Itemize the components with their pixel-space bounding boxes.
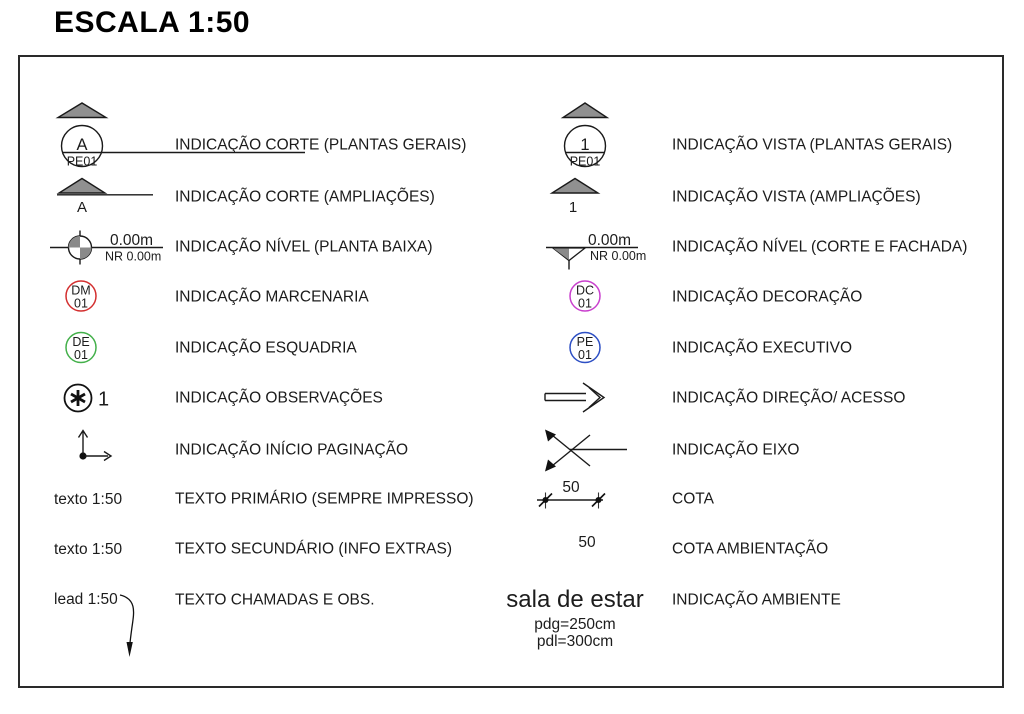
dimension-dot [542,497,549,503]
tag-number: 01 [74,297,88,311]
tag-code: PE [577,335,594,349]
section-ampliacao-icon: A [56,177,153,216]
axis-diagonal [551,434,591,467]
label-ambiente: INDICAÇÃO AMBIENTE [672,591,841,609]
label-decoracao: INDICAÇÃO DECORAÇÃO [672,288,863,306]
right-arrowhead [103,450,113,462]
label-cota-ambientacao: COTA AMBIENTAÇÃO [672,540,829,558]
section-triangle-shape [56,177,108,194]
ambient-dimension-value: 50 [578,534,596,551]
dimension-icon: 50 [537,479,606,509]
view-marker-circle [563,124,607,168]
level-quadrant-nw [68,236,80,248]
level-ref: NR 0.00m [590,249,646,263]
view-ampliacao-icon: 1 [549,177,601,216]
section-letter: A [77,199,87,216]
tag-number: 01 [578,348,592,362]
tag-number: 01 [74,348,88,362]
level-ref: NR 0.00m [105,250,161,264]
section-marker-circle [60,124,104,168]
section-marker-icon: A PE01 [55,102,305,169]
room-name: sala de estar [506,586,643,613]
label-corte-ampliacoes: INDICAÇÃO CORTE (AMPLIAÇÕES) [175,188,435,206]
label-marcenaria: INDICAÇÃO MARCENARIA [175,288,369,306]
section-marker-letter: A [76,136,87,154]
label-texto-secundario: TEXTO SECUNDÁRIO (INFO EXTRAS) [175,540,453,558]
axis-flag-bottom [545,459,556,472]
view-marker-icon: 1 PE01 [560,102,610,169]
label-inicio-paginacao: INDICAÇÃO INÍCIO PAGINAÇÃO [175,441,409,459]
pagination-start-icon [77,429,113,462]
view-marker-sheet: PE01 [570,155,601,169]
lead-text-sample: lead 1:50 [54,591,118,608]
asterisk-spoke [70,392,86,404]
tag-code: DM [71,284,90,298]
tag-code: DC [576,284,594,298]
label-vista-ampliacoes: INDICAÇÃO VISTA (AMPLIAÇÕES) [672,188,921,206]
view-triangle-shape [560,102,610,119]
primary-text-sample: texto 1:50 [54,491,122,508]
legend-frame [18,55,1004,688]
label-observacoes: INDICAÇÃO OBSERVAÇÕES [175,389,383,407]
label-texto-chamadas: TEXTO CHAMADAS E OBS. [175,591,375,609]
view-number: 1 [569,199,577,216]
label-vista-plantas-gerais: INDICAÇÃO VISTA (PLANTAS GERAIS) [672,136,953,154]
page-title: ESCALA 1:50 [54,6,251,39]
marcenaria-tag-icon: DM 01 [65,280,97,312]
asterisk-note-icon: 1 [63,383,109,413]
leader-arrowhead [126,642,133,657]
tag-circle [569,331,601,364]
level-plan-icon: 0.00m NR 0.00m [50,230,163,265]
tag-number: 01 [578,297,592,311]
view-triangle-shape [549,177,601,194]
level-value: 0.00m [588,232,631,249]
asterisk-circle [63,383,93,413]
label-nivel-corte-fachada: INDICAÇÃO NÍVEL (CORTE E FACHADA) [672,238,968,256]
leader-curve [119,594,135,651]
origin-dot [79,452,87,460]
tag-circle [65,331,97,364]
dimension-value: 50 [562,479,580,496]
label-corte-plantas-gerais: INDICAÇÃO CORTE (PLANTAS GERAIS) [175,136,467,154]
section-triangle-shape [55,102,109,119]
room-ceiling-height: pdg=250cm [534,616,615,633]
secondary-text-sample: texto 1:50 [54,541,122,558]
room-slab-height: pdl=300cm [537,633,613,650]
tag-circle [65,280,97,312]
label-esquadria: INDICAÇÃO ESQUADRIA [175,339,357,357]
dimension-dot [595,497,602,503]
label-cota: COTA [672,490,714,508]
level-value: 0.00m [110,232,153,249]
label-eixo: INDICAÇÃO EIXO [672,441,800,459]
esquadria-tag-icon: DE 01 [65,331,97,364]
executivo-tag-icon: PE 01 [569,331,601,364]
room-label-icon: sala de estar pdg=250cm pdl=300cm [506,586,643,650]
label-direcao-acesso: INDICAÇÃO DIREÇÃO/ ACESSO [672,389,906,407]
tag-circle [569,280,601,312]
level-triangle-halffill [553,248,569,260]
axis-icon [545,429,627,472]
level-elevation-icon: 0.00m NR 0.00m [546,232,646,270]
decoracao-tag-icon: DC 01 [569,280,601,312]
leader-line-icon: lead 1:50 [54,591,135,657]
arrowhead-inner [588,386,602,409]
note-number: 1 [98,389,109,411]
level-quadrant-se [80,247,92,259]
section-marker-sheet: PE01 [67,155,98,169]
label-executivo: INDICAÇÃO EXECUTIVO [672,339,852,357]
view-marker-number: 1 [580,136,589,154]
label-nivel-planta-baixa: INDICAÇÃO NÍVEL (PLANTA BAIXA) [175,238,433,256]
label-texto-primario: TEXTO PRIMÁRIO (SEMPRE IMPRESSO) [175,490,474,508]
direction-arrow-icon [544,382,606,413]
up-arrowhead [77,429,89,438]
axis-flag-top [545,429,556,442]
tag-code: DE [72,335,89,349]
